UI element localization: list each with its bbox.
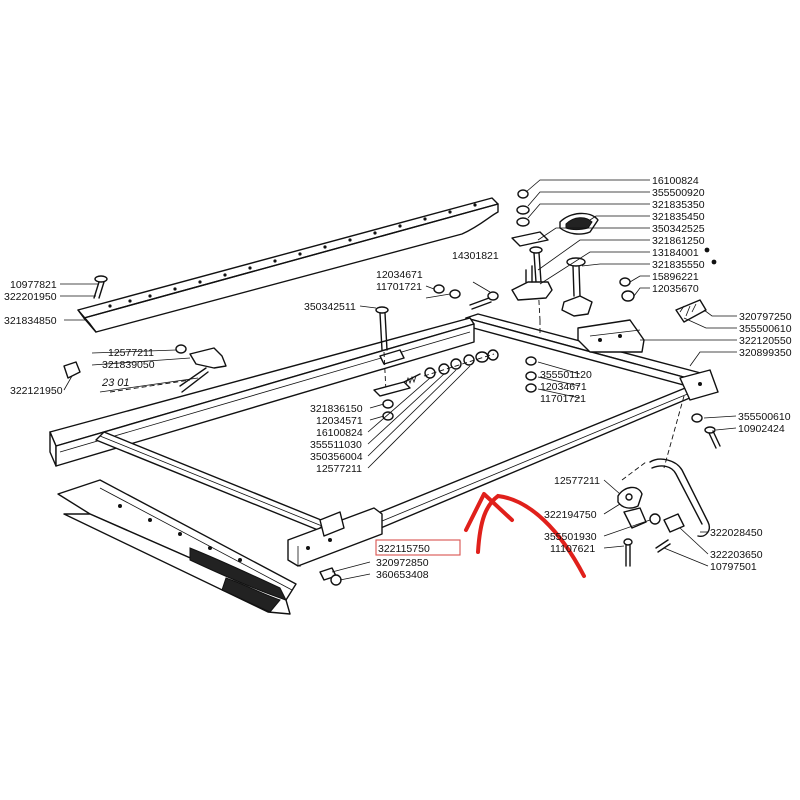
red-arrow (464, 492, 586, 578)
part-label: 16100824 (652, 175, 699, 187)
part-label: 350356004 (310, 451, 363, 463)
bullet-dot (704, 247, 710, 253)
center-fittings (373, 284, 499, 421)
part-label: 10902424 (738, 423, 785, 435)
bullet-dot (711, 259, 717, 265)
part-label: 12035670 (652, 283, 699, 295)
part-label: 321835350 (652, 199, 705, 211)
part-label: 16100824 (316, 427, 363, 439)
part-label: 12034671 (376, 269, 423, 281)
part-label: 322028450 (710, 527, 763, 539)
part-label: 320972850 (376, 557, 429, 569)
part-label-highlighted: 322115750 (378, 543, 430, 555)
part-label: 11701721 (540, 393, 586, 405)
strip-holes (108, 203, 477, 308)
part-label: 320899350 (739, 347, 792, 359)
part-label: 350342525 (652, 223, 705, 235)
part-label: 321861250 (652, 235, 705, 247)
part-label: 322121950 (10, 385, 63, 397)
top-strip (63, 197, 499, 379)
part-label: 321834850 (4, 315, 57, 327)
highlight-box (375, 539, 461, 556)
part-label: 13184001 (652, 247, 699, 259)
part-label: 12034671 (540, 381, 587, 393)
part-label: 321836150 (310, 403, 363, 415)
part-label: 321839050 (102, 359, 155, 371)
part-label: 355500610 (738, 411, 791, 423)
part-label: 12034571 (316, 415, 363, 427)
top-hitch (511, 189, 707, 353)
part-label: 321835550 (652, 259, 705, 271)
part-label: 12577211 (316, 463, 362, 475)
part-label: 355500610 (739, 323, 792, 335)
part-label: 321835450 (652, 211, 705, 223)
part-label: 350342511 (304, 301, 356, 313)
lower-blades (57, 479, 297, 615)
left-small-parts (99, 344, 227, 393)
part-label: 360653408 (376, 569, 429, 581)
part-label: 11701721 (376, 281, 422, 293)
part-label: 322194750 (544, 509, 597, 521)
part-label: 10977821 (10, 279, 57, 291)
part-label: 11107621 (550, 543, 595, 555)
part-label: 14301821 (452, 250, 499, 262)
bottom-parts (319, 567, 342, 586)
leader-lines (60, 179, 737, 581)
part-label: 12577211 (108, 347, 154, 359)
part-label: 322203650 (710, 549, 763, 561)
main-frame (49, 313, 719, 567)
part-label: 355501120 (540, 369, 592, 381)
part-label: 15896221 (652, 271, 699, 283)
part-label: 355501930 (544, 531, 597, 543)
bolt-left (93, 275, 108, 299)
part-label: 12577211 (554, 475, 600, 487)
part-label: 322201950 (4, 291, 57, 303)
part-label: 355511030 (310, 439, 362, 451)
part-label: 320797250 (739, 311, 792, 323)
part-label: 23 01 (101, 377, 130, 389)
part-label: 322120550 (739, 335, 792, 347)
part-label: 355500920 (652, 187, 705, 199)
part-label: 10797501 (710, 561, 757, 573)
part-labels: 16100824 355500920 321835350 321835450 3… (4, 175, 792, 581)
